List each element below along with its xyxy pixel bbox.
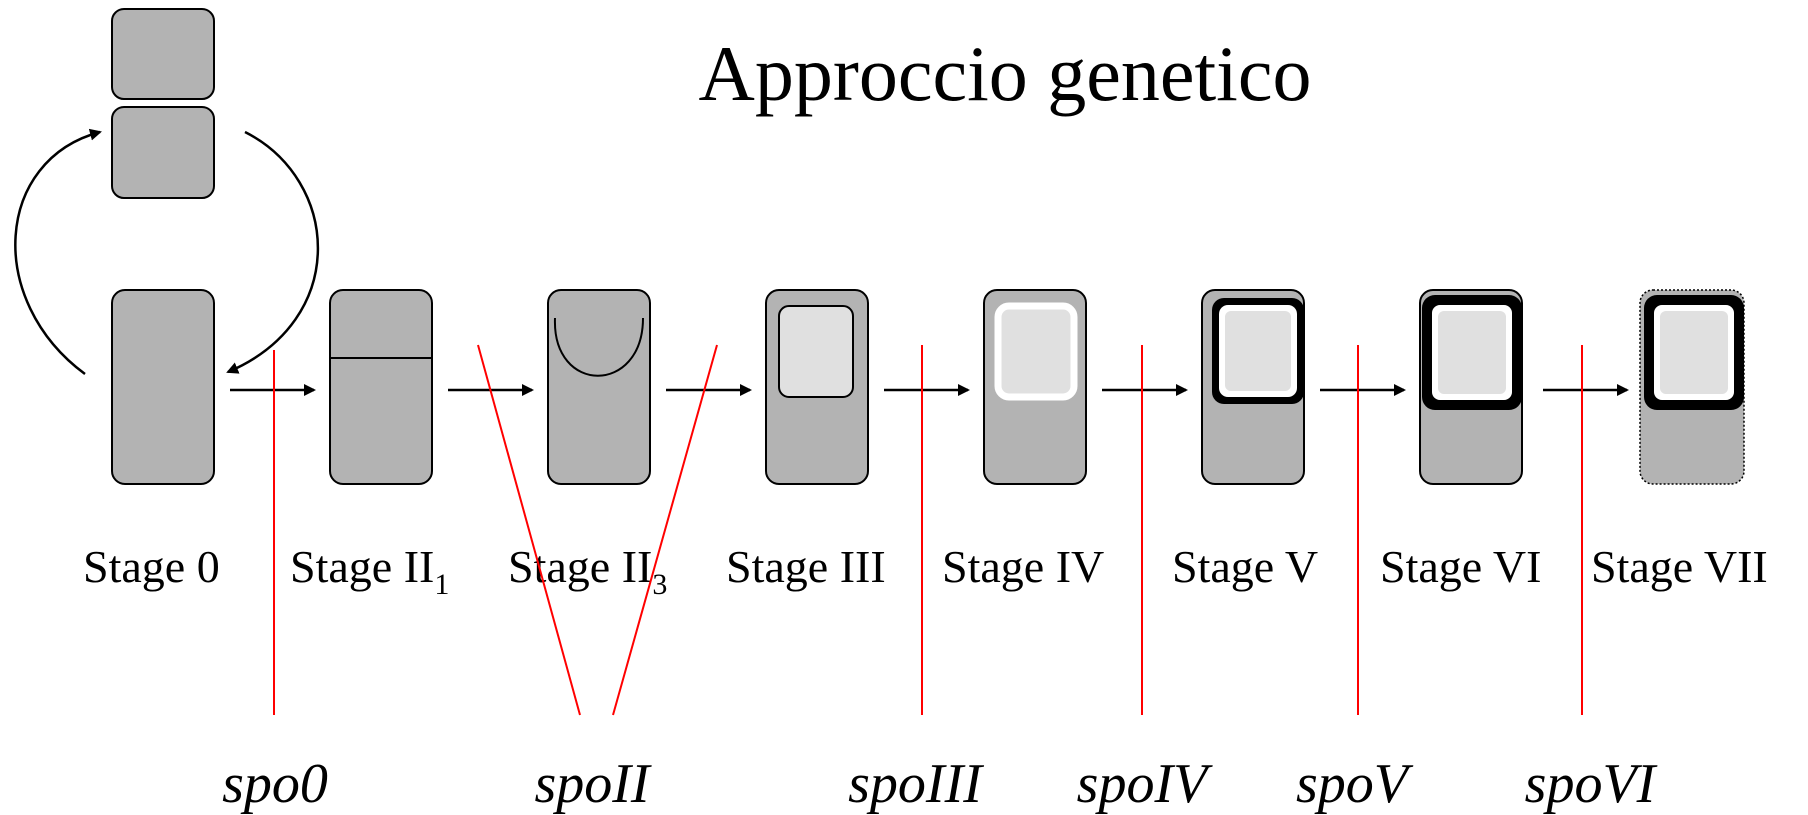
cell-stage-ii3 bbox=[547, 289, 651, 485]
stage-labels: Stage 0 Stage II1 Stage II3 Stage III St… bbox=[83, 541, 1768, 601]
mutant-label: spoVI bbox=[1525, 753, 1658, 815]
daughter-cell-bottom bbox=[111, 106, 215, 199]
engulfing-membrane bbox=[553, 317, 644, 377]
daughter-cell-top bbox=[111, 8, 215, 100]
block-line-spoii-b bbox=[612, 344, 718, 716]
cycle-arrow-down bbox=[226, 130, 320, 374]
cycle-arrow-up bbox=[14, 128, 102, 376]
mutant-label: spoIV bbox=[1077, 753, 1213, 815]
spore-core bbox=[1438, 311, 1506, 394]
mutant-label: spoII bbox=[534, 753, 651, 815]
cell-stage-v bbox=[1201, 289, 1305, 485]
cell-stage-iii bbox=[765, 289, 869, 485]
cell-stage-vi bbox=[1419, 289, 1523, 485]
cell-stage-ii1 bbox=[329, 289, 433, 485]
mutant-labels: spo0 spoII spoIII spoIV spoV spoVI bbox=[222, 753, 1658, 815]
mutant-label: spoIII bbox=[848, 753, 984, 815]
mutant-label: spo0 bbox=[222, 753, 328, 815]
forespore bbox=[778, 305, 854, 398]
cell-stage-iv bbox=[983, 289, 1087, 485]
stage-label: Stage 0 bbox=[83, 541, 220, 592]
vegetative-cycle bbox=[14, 8, 320, 376]
stage-label: Stage VI bbox=[1380, 541, 1541, 592]
stage-label: Stage II3 bbox=[508, 541, 667, 601]
stage-label: Stage III bbox=[726, 541, 886, 592]
mutant-label: spoV bbox=[1296, 753, 1414, 815]
stage-label: Stage II1 bbox=[290, 541, 449, 601]
stage-label: Stage VII bbox=[1591, 541, 1768, 592]
forespore-cortex bbox=[994, 302, 1078, 401]
spore-core bbox=[1225, 311, 1291, 391]
block-line-spoii-a bbox=[477, 344, 581, 716]
stage-label: Stage IV bbox=[942, 541, 1104, 592]
cell-stage-vii bbox=[1639, 289, 1745, 485]
page-title: Approccio genetico bbox=[699, 30, 1312, 117]
stage-cells bbox=[111, 289, 1745, 485]
mutant-block-lines bbox=[273, 344, 1583, 716]
stage-label: Stage V bbox=[1172, 541, 1318, 592]
cell-stage-0 bbox=[111, 289, 215, 485]
spore-core bbox=[1660, 311, 1728, 394]
